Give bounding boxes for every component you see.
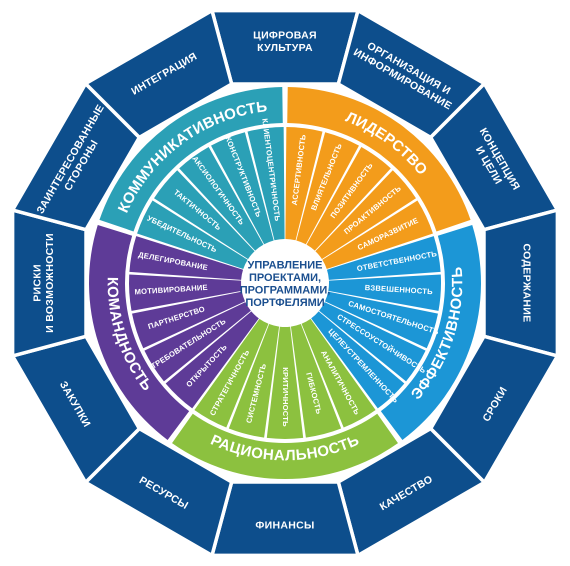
skill-wedge [165, 311, 259, 409]
center-label-line: ПРОЕКТАМИ, [249, 272, 321, 284]
sector-band-teamwork [89, 225, 190, 440]
outer-segment-integration [83, 8, 234, 140]
skill-wedge [306, 146, 391, 251]
outer-label-line: СОДЕРЖАНИЕ [520, 244, 532, 323]
outer-label-line: И ВОЗМОЖНОСТИ [44, 233, 56, 333]
skill-wedge [179, 146, 264, 251]
skill-label: КРИТИЧНОСТЬ [281, 367, 290, 427]
sector-band-leadership [287, 87, 471, 232]
skill-wedge [247, 127, 285, 241]
outer-label-risks: РИСКИИ ВОЗМОЖНОСТИ [31, 233, 56, 333]
outer-segment-finance [210, 480, 360, 558]
skill-label: ВЗВЕШЕННОСТЬ [365, 283, 434, 296]
sector-band-rationality [172, 413, 398, 479]
center-label-line: ПРОГРАММАМИ, [240, 284, 331, 296]
skill-wedge [129, 236, 244, 280]
skill-wedge [328, 274, 441, 311]
center-label-line: УПРАВЛЕНИЕ [248, 259, 323, 271]
skill-wedge [129, 274, 242, 311]
sector-band-communication [99, 87, 283, 232]
skill-wedge [301, 318, 376, 428]
center-label-line: ПОРТФЕЛЯМИ [245, 297, 324, 309]
skill-wedge [228, 324, 280, 438]
skill-wedge [137, 200, 248, 270]
skill-wedge [296, 132, 359, 245]
skill-wedge [266, 326, 304, 439]
outer-label-line: ФИНАНСЫ [255, 520, 314, 532]
skill-wedge [326, 236, 441, 280]
skill-wedge [132, 291, 246, 349]
skill-wedge [311, 311, 405, 409]
outer-label-line: ЦИФРОВАЯ [253, 29, 317, 41]
sector-band-efficiency [380, 225, 481, 440]
skill-wedge [324, 291, 438, 349]
skill-wedge [322, 200, 433, 270]
outer-label-line: КУЛЬТУРА [257, 42, 313, 54]
center-circle [243, 241, 327, 325]
outer-label-content: СОДЕРЖАНИЕ [520, 244, 532, 323]
skill-wedge [211, 132, 274, 245]
skill-wedge [315, 170, 416, 260]
skill-wedge [319, 302, 426, 382]
outer-label-finance: ФИНАНСЫ [255, 520, 314, 532]
skill-wedge [154, 170, 255, 260]
skill-wedge [144, 302, 251, 382]
skill-wedge [290, 324, 342, 438]
skill-wedge [194, 318, 269, 428]
skill-wedge [285, 127, 323, 241]
outer-label-line: РИСКИ [31, 264, 43, 302]
